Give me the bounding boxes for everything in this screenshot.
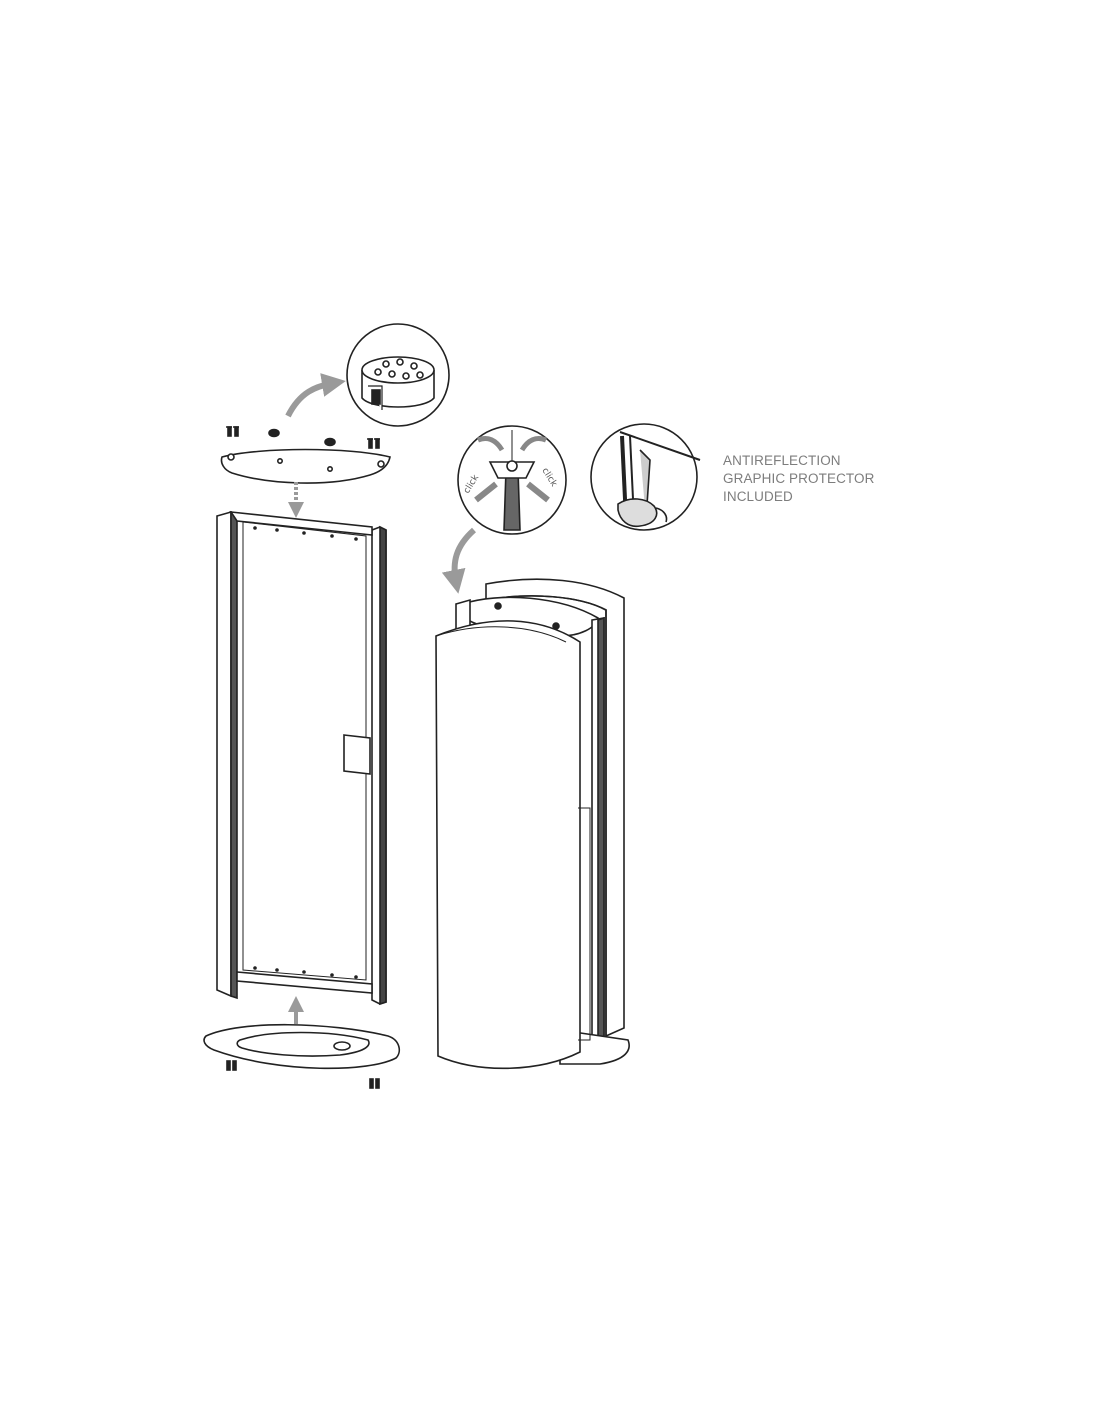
cap-icon: [324, 437, 336, 447]
left-assembly: [203, 426, 401, 1089]
screw-icon: [226, 1060, 237, 1071]
screw-icon: [226, 426, 239, 437]
callout-line-2: GRAPHIC PROTECTOR: [723, 471, 875, 486]
top-screws: [226, 426, 380, 449]
magnifier-circle-cap: [346, 323, 450, 427]
screw-icon: [367, 438, 380, 449]
curved-arrow-icon: [441, 527, 477, 594]
curved-arrow-icon: [285, 373, 346, 418]
screw-icon: [369, 1078, 380, 1089]
center-assembly: [435, 578, 630, 1070]
frame: [216, 510, 387, 1006]
magnifier-circle-click: click click: [457, 425, 567, 535]
antireflection-callout: ANTIREFLECTION GRAPHIC PROTECTOR INCLUDE…: [723, 452, 874, 506]
callout-line-3: INCLUDED: [723, 489, 793, 504]
top-plate: [220, 448, 391, 484]
bottom-screws: [226, 1060, 380, 1089]
base-plate: [203, 1023, 401, 1070]
callout-line-1: ANTIREFLECTION: [723, 453, 841, 468]
cap-icon: [268, 428, 280, 438]
magnifier-circle-corner: [590, 423, 701, 531]
